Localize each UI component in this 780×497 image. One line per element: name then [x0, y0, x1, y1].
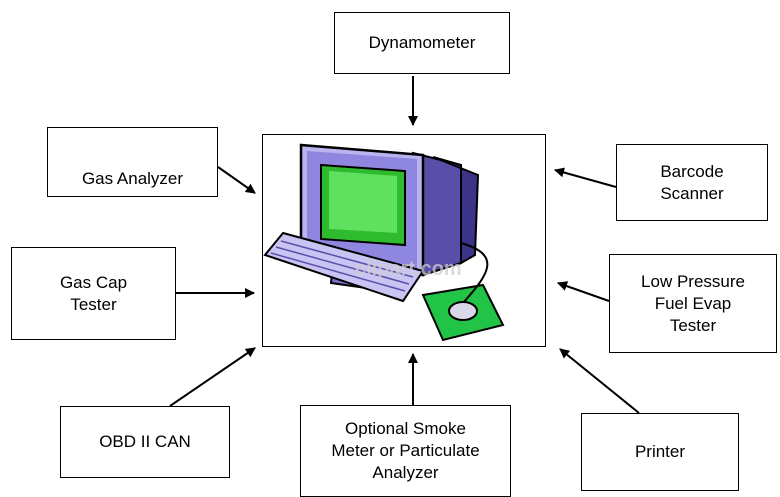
arrow-barcode-scanner: [554, 167, 617, 188]
node-low-pressure-line3: Tester: [669, 315, 717, 335]
node-barcode-scanner-line2: Scanner: [660, 183, 724, 203]
arrow-obd: [169, 347, 256, 407]
node-low-pressure-tester: Low Pressure Fuel Evap Tester: [609, 254, 777, 353]
node-barcode-scanner: Barcode Scanner: [616, 144, 768, 221]
node-low-pressure-line1: Low Pressure: [641, 271, 745, 291]
node-gas-analyzer: Gas Analyzer: [47, 127, 218, 197]
node-gas-cap-tester: Gas Cap Tester: [11, 247, 176, 340]
node-smoke-meter-line1: Optional Smoke: [345, 419, 466, 438]
node-obd: OBD II CAN: [60, 406, 230, 478]
node-printer-label: Printer: [634, 442, 686, 461]
arrow-printer: [559, 348, 640, 414]
node-gas-cap-tester-line2: Tester: [70, 294, 117, 314]
node-barcode-scanner-line1: Barcode: [660, 161, 724, 181]
node-smoke-meter-line3: Analyzer: [372, 463, 439, 482]
computer-icon: clipart.com: [263, 143, 505, 342]
node-dynamometer-label: Dynamometer: [368, 33, 476, 52]
node-gas-analyzer-label: Gas Analyzer: [81, 169, 184, 188]
node-low-pressure-line2: Fuel Evap: [654, 293, 732, 313]
node-gas-cap-tester-line1: Gas Cap: [59, 272, 128, 292]
node-smoke-meter: Optional Smoke Meter or Particulate Anal…: [300, 405, 511, 497]
center-computer-box: clipart.com: [262, 134, 546, 347]
watermark-text: clipart.com: [355, 258, 462, 280]
node-dynamometer: Dynamometer: [334, 12, 510, 74]
arrow-gas-analyzer: [217, 166, 256, 194]
node-smoke-meter-line2: Meter or Particulate: [331, 441, 480, 460]
arrow-low-pressure: [557, 281, 610, 302]
node-printer: Printer: [581, 413, 739, 491]
node-obd-label: OBD II CAN: [99, 432, 191, 451]
